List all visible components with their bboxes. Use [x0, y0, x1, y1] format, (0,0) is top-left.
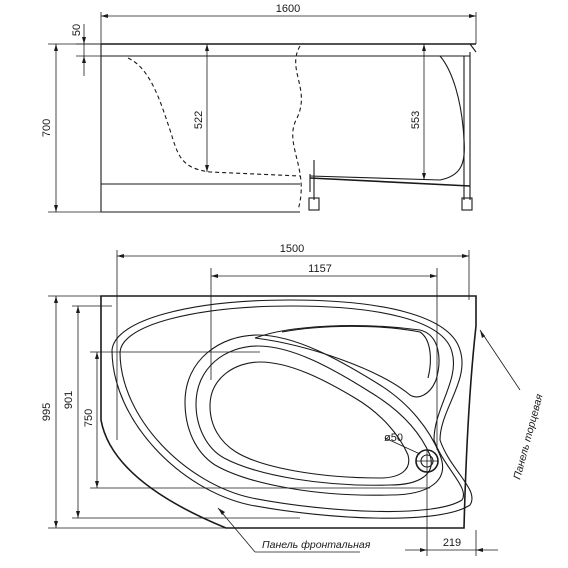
dim-width: 995 [41, 403, 53, 421]
dim-inner-depth-left: 522 [193, 111, 205, 129]
drain-outlet [384, 437, 439, 473]
dim-basin-width: 750 [83, 409, 95, 427]
label-front-panel: Панель фронтальная [262, 539, 371, 551]
dim-drain-diameter: ø50 [384, 432, 403, 444]
dim-drain-offset: 219 [443, 537, 461, 549]
top-view: 1500 1157 995 901 750 ø50 [41, 243, 546, 556]
dim-length: 1500 [280, 243, 304, 255]
side-view: 1600 50 700 522 553 [41, 3, 477, 213]
dim-inner-width: 901 [63, 391, 75, 409]
dim-rim-thickness: 50 [71, 24, 83, 36]
label-end-panel: Панель торцевая [511, 392, 545, 480]
dim-inner-depth-right: 553 [410, 111, 422, 129]
dim-total-length: 1600 [276, 3, 300, 15]
dim-total-height: 700 [41, 119, 53, 137]
dim-inner-length: 1157 [308, 263, 332, 275]
